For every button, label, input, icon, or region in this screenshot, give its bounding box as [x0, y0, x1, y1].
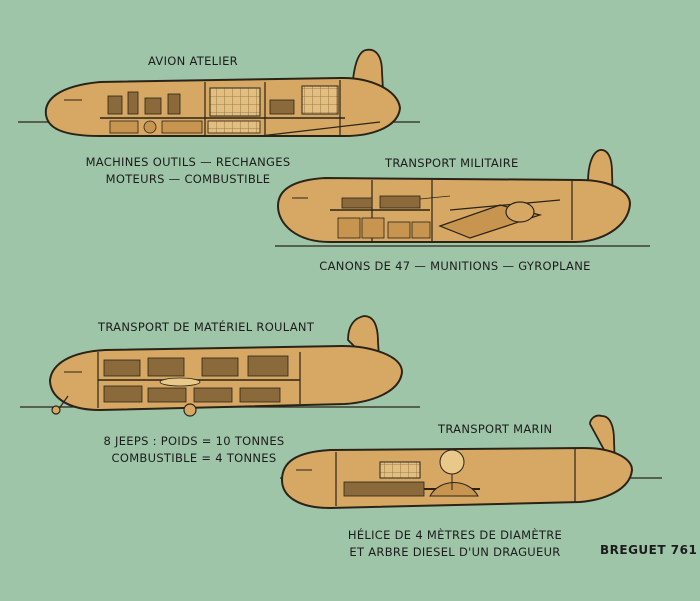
caption-line: MACHINES OUTILS — RECHANGES: [85, 155, 291, 169]
section-title-naval: TRANSPORT MARIN: [438, 422, 553, 436]
machine-tools: [107, 91, 295, 115]
crate: [379, 461, 421, 479]
section-caption-military: CANONS DE 47 — MUNITIONS — GYROPLANE: [305, 259, 605, 273]
section-title-military: TRANSPORT MILITAIRE: [385, 156, 519, 170]
landing-gear: [51, 395, 197, 417]
caption-line: 8 JEEPS : POIDS = 10 TONNES: [103, 434, 285, 448]
ship-propeller: [429, 449, 479, 497]
gyroplane: [438, 199, 561, 239]
aircraft-military: [275, 149, 650, 247]
ammunition-crates: [337, 217, 431, 239]
section-caption-workshop: MACHINES OUTILS — RECHANGES MOTEURS — CO…: [68, 155, 308, 186]
caption-line: MOTEURS — COMBUSTIBLE: [105, 172, 271, 186]
fuel-tank: [159, 377, 201, 387]
caption-line: COMBUSTIBLE = 4 TONNES: [111, 451, 277, 465]
caption-line: CANONS DE 47 — MUNITIONS — GYROPLANE: [319, 259, 591, 273]
spares-rack: [209, 87, 261, 117]
aircraft-workshop: [18, 48, 420, 137]
aircraft-vehicles: [20, 315, 420, 417]
spares-rack: [301, 85, 339, 115]
anti-tank-guns: [341, 195, 451, 209]
section-caption-naval: HÉLICE DE 4 MÈTRES DE DIAMÈTRE ET ARBRE …: [330, 528, 580, 559]
caption-line: ET ARBRE DIESEL D'UN DRAGUEUR: [349, 545, 561, 559]
aircraft-naval: [280, 414, 662, 510]
caption-line: HÉLICE DE 4 MÈTRES DE DIAMÈTRE: [347, 528, 563, 542]
fuel-and-engine-crates: [109, 120, 261, 134]
section-title-vehicles: TRANSPORT DE MATÉRIEL ROULANT: [98, 320, 315, 334]
jeeps-lower-deck: [103, 385, 281, 403]
section-title-workshop: AVION ATELIER: [148, 54, 238, 68]
jeeps-upper-deck: [103, 355, 289, 377]
cargo-ramp-line: [259, 121, 381, 137]
section-caption-vehicles: 8 JEEPS : POIDS = 10 TONNES COMBUSTIBLE …: [74, 434, 314, 465]
breguet-761-signature: BREGUET 761: [600, 543, 698, 557]
